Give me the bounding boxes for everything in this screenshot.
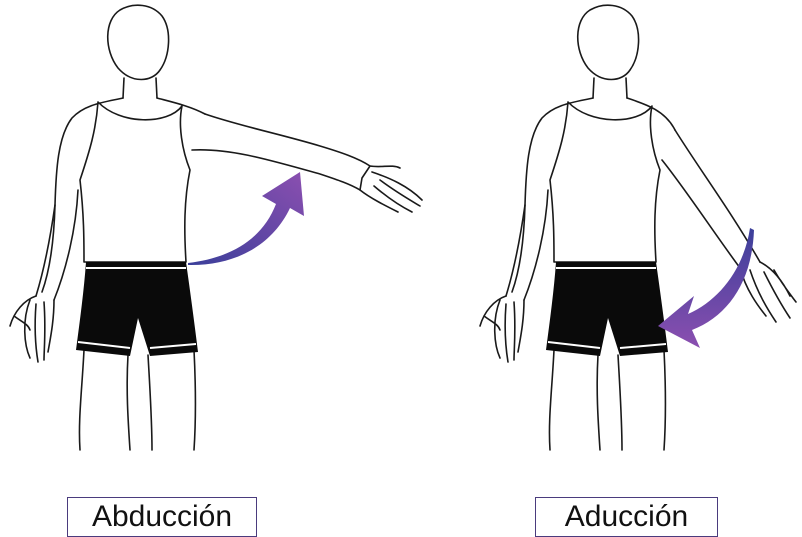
left-hand: [480, 296, 524, 362]
adduction-caption: Aducción: [535, 497, 718, 537]
right-hand: [740, 262, 796, 322]
abduction-figure: [0, 0, 430, 470]
raised-hand: [360, 166, 422, 212]
abduction-label: Abducción: [92, 502, 232, 532]
undershirt: [550, 102, 660, 262]
adduction-label: Aducción: [565, 502, 688, 532]
head: [108, 5, 169, 79]
abduction-arrow: [188, 172, 304, 265]
adduction-figure: [430, 0, 802, 470]
undershirt: [80, 102, 190, 262]
abduction-caption: Abducción: [67, 497, 257, 537]
shorts: [546, 262, 668, 356]
adduction-arrow: [658, 228, 754, 348]
shorts: [76, 262, 198, 356]
left-hand: [10, 296, 54, 362]
head: [578, 5, 639, 79]
